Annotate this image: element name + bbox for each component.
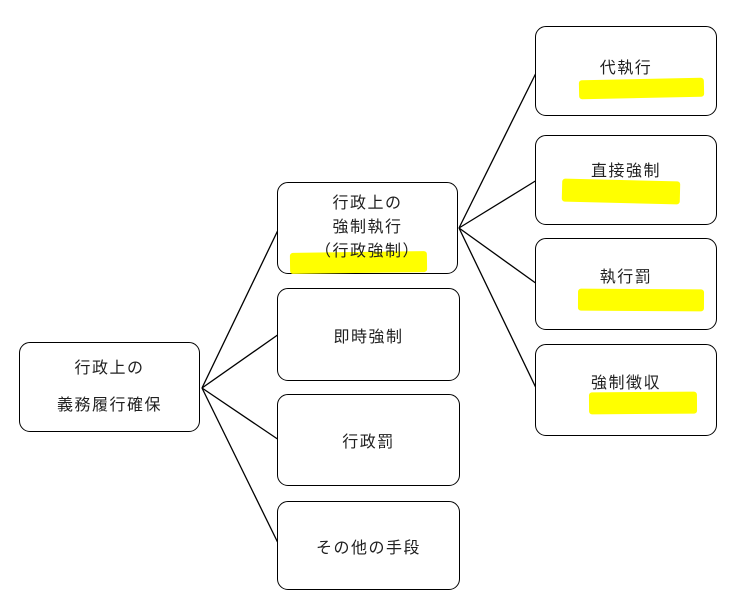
edge-root-sokuji-kyousei bbox=[201, 333, 280, 389]
node-gyousei-batsu: 行政罰 bbox=[277, 394, 460, 486]
node-label: 行政上の bbox=[74, 360, 145, 377]
edge-enf-shikkou-batsu bbox=[458, 227, 538, 285]
edge-root-sonota-shudan bbox=[201, 387, 280, 546]
node-dai-shikkou: 代執行 bbox=[535, 26, 717, 116]
node-shikkou-batsu: 執行罰 bbox=[535, 238, 717, 330]
edge-enf-dai-shikkou bbox=[458, 70, 538, 229]
node-label: 強制徴収 bbox=[590, 375, 661, 392]
node-chokusetsu-kyousei: 直接強制 bbox=[535, 135, 717, 225]
node-label: 行政上の bbox=[332, 195, 403, 212]
node-kyousei-choushuu: 強制徴収 bbox=[535, 344, 717, 436]
node-label: 即時強制 bbox=[333, 328, 404, 346]
node-gimu-rikou-kakuho: 行政上の 義務履行確保 bbox=[19, 342, 200, 432]
node-label: 強制執行 bbox=[332, 219, 403, 236]
highlight-marker bbox=[588, 391, 698, 415]
node-sonota-shudan: その他の手段 bbox=[277, 501, 460, 590]
node-label: （行政強制） bbox=[314, 243, 420, 260]
highlight-marker bbox=[577, 288, 705, 312]
node-label: その他の手段 bbox=[315, 539, 421, 557]
node-label: 直接強制 bbox=[590, 163, 661, 180]
node-kyousei-shikkou: 行政上の 強制執行 （行政強制） bbox=[277, 182, 458, 274]
edge-root-gyousei-batsu bbox=[201, 387, 280, 441]
highlight-marker bbox=[561, 178, 681, 205]
node-label: 行政罰 bbox=[342, 434, 395, 451]
edge-enf-chokusetsu-kyousei bbox=[458, 179, 538, 229]
edge-root-kyousei-shikkou bbox=[201, 227, 280, 389]
node-label: 代執行 bbox=[599, 60, 653, 77]
node-label: 執行罰 bbox=[599, 269, 653, 286]
highlight-marker bbox=[578, 77, 705, 100]
edge-enf-kyousei-choushuu bbox=[458, 227, 538, 391]
node-label: 義務履行確保 bbox=[56, 397, 162, 414]
node-sokuji-kyousei: 即時強制 bbox=[277, 288, 460, 381]
